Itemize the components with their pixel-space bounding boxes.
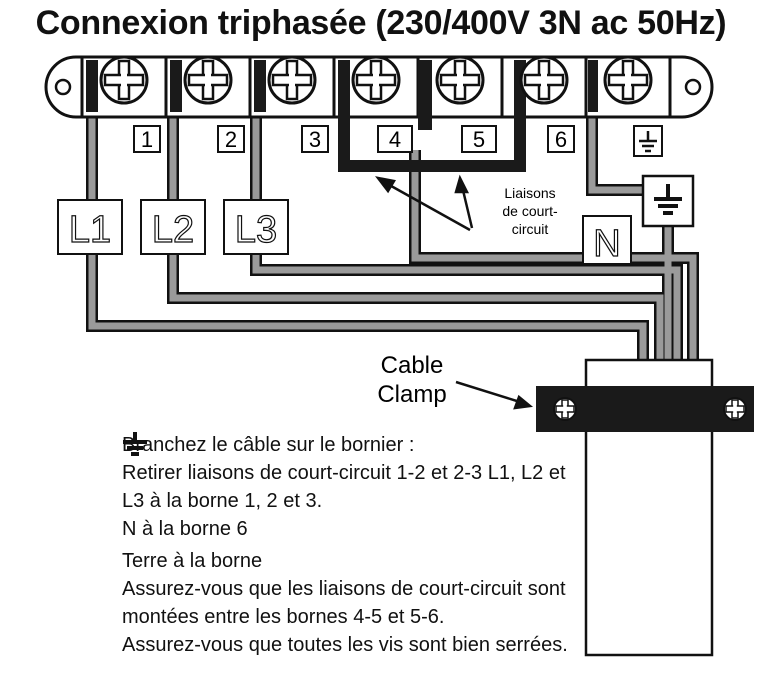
label-n: N — [593, 223, 620, 265]
instruction-line: montées entre les bornes 4-5 et 5-6. — [122, 606, 445, 628]
screw-icon — [603, 55, 653, 105]
terminal-labels: 1 2 3 4 5 6 — [133, 125, 663, 157]
short-circuit-annotation: Liaisons de court- circuit — [375, 174, 558, 237]
clamp-label-line1: Cable — [381, 352, 444, 379]
screw-icon — [553, 397, 577, 421]
arrow-icon — [455, 380, 534, 410]
instruction-line: Terre à la borne — [122, 550, 263, 572]
earth-ground-icon — [639, 131, 657, 153]
screw-icon — [267, 55, 317, 105]
conductor-labels: L1 L2 L3 N — [57, 199, 632, 266]
short-circuit-label-line2: de court- — [502, 203, 558, 219]
instruction-line: Retirer liaisons de court-circuit 1-2 et… — [122, 462, 566, 484]
short-circuit-label-line3: circuit — [512, 221, 549, 237]
diagram-title: Connexion triphasée (230/400V 3N ac 50Hz… — [35, 4, 727, 42]
screw-icon — [435, 55, 485, 105]
terminal-number-3: 3 — [309, 127, 321, 152]
screw-icon — [99, 55, 149, 105]
arrow-icon — [375, 174, 474, 232]
screw-icon — [519, 55, 569, 105]
screw-icon — [183, 55, 233, 105]
screw-icon — [723, 397, 747, 421]
earth-ground-icon — [654, 184, 682, 215]
earth-connector — [641, 174, 695, 228]
cable-and-clamp — [536, 358, 754, 657]
terminal-number-4: 4 — [389, 127, 401, 152]
instruction-line: Assurez-vous que les liaisons de court-c… — [122, 578, 566, 600]
short-circuit-label-line1: Liaisons — [504, 185, 555, 201]
instructions-block: Branchez le câble sur le bornier : Retir… — [122, 431, 592, 659]
instruction-line-earth: Terre à la borne — [122, 432, 592, 575]
label-l2: L2 — [152, 209, 194, 251]
terminal-number-1: 1 — [141, 127, 153, 152]
instruction-line: Assurez-vous que toutes les vis sont bie… — [122, 634, 568, 656]
label-l1: L1 — [69, 209, 111, 251]
terminal-number-5: 5 — [473, 127, 485, 152]
clamp-label-line2: Clamp — [377, 381, 446, 408]
instruction-line: L3 à la borne 1, 2 et 3. — [122, 490, 323, 512]
screw-icon — [351, 55, 401, 105]
clamp-annotation: Cable Clamp — [377, 352, 534, 410]
instruction-line: N à la borne 6 — [122, 518, 248, 540]
instruction-line: Branchez le câble sur le bornier : — [122, 434, 415, 456]
short-circuit-bridge — [338, 60, 526, 172]
terminal-number-2: 2 — [225, 127, 237, 152]
terminal-number-6: 6 — [555, 127, 567, 152]
label-l3: L3 — [235, 209, 277, 251]
